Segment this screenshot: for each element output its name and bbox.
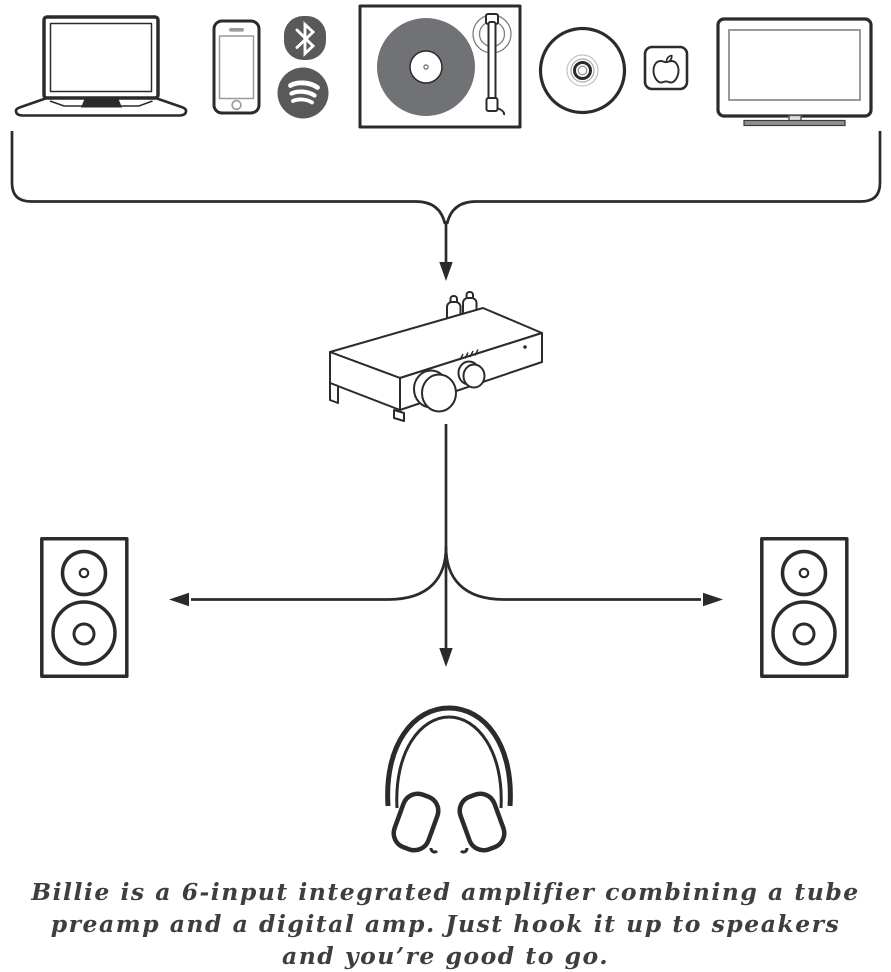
caption-line-1: Billie is a 6-input integrated amplifier…: [31, 878, 860, 906]
headphones-icon: [385, 705, 513, 854]
speaker-right-icon: [760, 537, 849, 679]
bluetooth-icon: [284, 16, 326, 60]
amplifier-icon: [329, 291, 543, 422]
laptop-icon: [14, 15, 188, 117]
amp-to-outputs-connector: [169, 424, 723, 667]
tv-icon: [716, 17, 873, 127]
spotify-icon: [277, 67, 329, 119]
arrow-down-icon: [439, 262, 453, 281]
speaker-left-icon: [40, 537, 129, 679]
smartphone-icon: [212, 19, 261, 115]
caption-line-2: preamp and a digital amp. Just hook it u…: [50, 910, 841, 938]
arrow-left-icon: [169, 592, 189, 607]
caption: Billie is a 6-input integrated amplifier…: [0, 876, 891, 972]
sources-to-amp-connector: [10, 131, 882, 281]
cd-icon: [538, 26, 627, 115]
apple-icon: [643, 45, 689, 91]
arrow-down-icon: [439, 648, 453, 667]
turntable-icon: [358, 4, 522, 129]
arrow-right-icon: [703, 592, 723, 607]
caption-line-3: and you’re good to go.: [281, 942, 609, 970]
